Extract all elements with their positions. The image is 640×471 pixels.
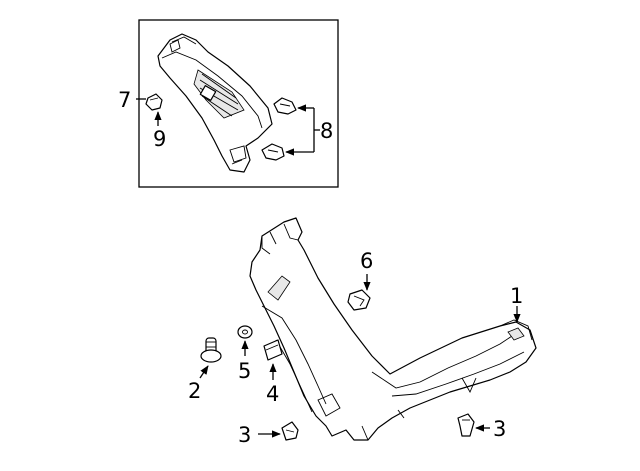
callout-7: 7	[118, 88, 131, 112]
callout-6: 6	[360, 249, 373, 273]
callout-4: 4	[266, 382, 279, 406]
callout-3-right: 3	[493, 417, 506, 441]
callout-5: 5	[238, 359, 251, 383]
callout-8: 8	[320, 119, 333, 143]
callout-9: 9	[153, 127, 166, 151]
callout-2: 2	[188, 379, 201, 403]
lower-trim-panel-illustration	[249, 217, 537, 441]
clip-6-illustration	[347, 289, 371, 311]
clip-8-lower-illustration	[261, 143, 285, 161]
clip-3-left-illustration	[281, 421, 299, 441]
callout-3-left: 3	[238, 423, 251, 447]
retainer-4-illustration	[263, 339, 283, 361]
bracket-8	[285, 104, 320, 156]
screw-2-illustration	[200, 337, 222, 363]
arrow-2	[199, 365, 209, 379]
callout-1: 1	[510, 284, 523, 308]
washer-5-illustration	[237, 325, 253, 339]
clip-9-illustration	[145, 93, 163, 111]
clip-8-upper-illustration	[273, 97, 297, 115]
upper-trim-panel-illustration	[157, 33, 273, 173]
inset-box	[138, 19, 339, 188]
clip-3-right-illustration	[457, 413, 475, 437]
